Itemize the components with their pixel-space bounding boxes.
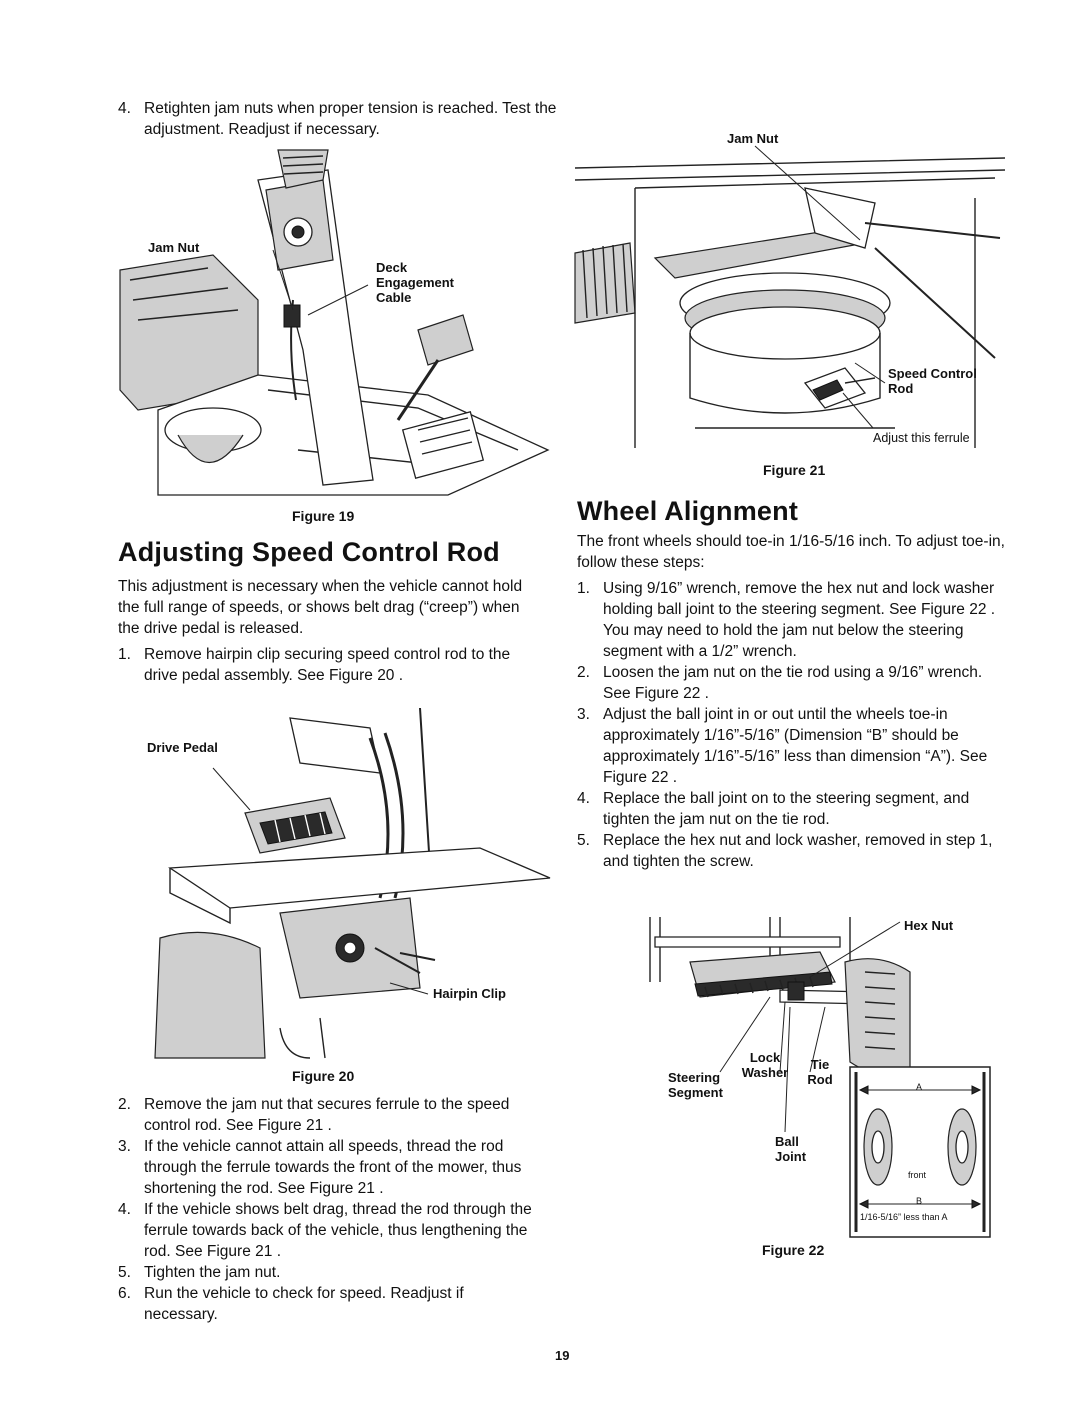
step-text: Replace the hex nut and lock washer, rem… <box>603 832 993 870</box>
step-text: Tighten the jam nut. <box>144 1264 281 1281</box>
wheel-step-3: 3. Adjust the ball joint in or out until… <box>577 704 1007 788</box>
label-speed-control-rod: Speed Control Rod <box>888 366 977 396</box>
label-lock-washer: Lock Washer <box>741 1050 789 1080</box>
figure-20-illustration: Drive Pedal Hairpin Clip <box>147 698 551 1059</box>
wheel-step-1: 1. Using 9/16” wrench, remove the hex nu… <box>577 578 1007 662</box>
wheel-alignment-steps: 1. Using 9/16” wrench, remove the hex nu… <box>577 578 1007 872</box>
step-text: Loosen the jam nut on the tie rod using … <box>603 664 983 702</box>
speed-step-5: 5. Tighten the jam nut. <box>118 1262 538 1283</box>
step-text: Retighten jam nuts when proper tension i… <box>144 100 557 138</box>
speed-steps-2-6: 2. Remove the jam nut that secures ferru… <box>118 1094 538 1325</box>
step-text: Run the vehicle to check for speed. Read… <box>144 1285 464 1323</box>
step-number: 2. <box>118 1096 131 1113</box>
step-number: 3. <box>577 706 590 723</box>
step-4-retighten: 4. Retighten jam nuts when proper tensio… <box>118 98 558 140</box>
speed-step-6: 6. Run the vehicle to check for speed. R… <box>118 1283 538 1325</box>
step-text: Remove the jam nut that secures ferrule … <box>144 1096 510 1134</box>
figure-19-caption: Figure 19 <box>292 508 355 524</box>
label-steering-segment: Steering Segment <box>668 1070 723 1100</box>
step-number: 4. <box>577 790 590 807</box>
step-number: 6. <box>118 1285 131 1302</box>
figure-19-illustration: Jam Nut Deck Engagement Cable <box>118 149 558 498</box>
step-text: Using 9/16” wrench, remove the hex nut a… <box>603 580 996 660</box>
step-text: Remove hairpin clip securing speed contr… <box>144 646 511 684</box>
step-number: 2. <box>577 664 590 681</box>
step-text: Replace the ball joint on to the steerin… <box>603 790 970 828</box>
wheel-step-2: 2. Loosen the jam nut on the tie rod usi… <box>577 662 1007 704</box>
page-number: 19 <box>555 1348 570 1363</box>
label-jam-nut: Jam Nut <box>148 240 200 255</box>
heading-adjusting-speed-control-rod: Adjusting Speed Control Rod <box>118 537 500 567</box>
figure-22-caption: Figure 22 <box>762 1242 825 1258</box>
step-text: If the vehicle cannot attain all speeds,… <box>144 1138 522 1197</box>
figure-21-caption: Figure 21 <box>763 462 826 478</box>
label-hairpin-clip: Hairpin Clip <box>433 986 506 1001</box>
inset-front-label: front <box>908 1170 927 1180</box>
step-text: Adjust the ball joint in or out until th… <box>603 706 988 786</box>
step-number: 3. <box>118 1138 131 1155</box>
label-deck-engagement-cable: Deck Engagement Cable <box>376 260 455 305</box>
step-number: 1. <box>577 580 590 597</box>
label-hex-nut: Hex Nut <box>904 918 954 933</box>
label-drive-pedal: Drive Pedal <box>147 740 218 755</box>
speed-step-2: 2. Remove the jam nut that secures ferru… <box>118 1094 538 1136</box>
step-number: 1. <box>118 646 131 663</box>
label-tie-rod: Tie Rod <box>807 1057 833 1087</box>
wheel-step-4: 4. Replace the ball joint on to the stee… <box>577 788 1007 830</box>
speed-step-4: 4. If the vehicle shows belt drag, threa… <box>118 1199 538 1262</box>
figure-21-illustration: Jam Nut Speed Control Rod Adjust this fe… <box>574 128 1006 458</box>
wheel-step-5: 5. Replace the hex nut and lock washer, … <box>577 830 1007 872</box>
step-number: 4. <box>118 100 131 117</box>
label-jam-nut: Jam Nut <box>727 131 779 146</box>
step-number: 4. <box>118 1201 131 1218</box>
heading-wheel-alignment: Wheel Alignment <box>577 496 799 526</box>
step-number: 5. <box>118 1264 131 1281</box>
step-number: 5. <box>577 832 590 849</box>
inset-dimension-a: A <box>916 1082 923 1092</box>
inset-toe-in-note: 1/16-5/16” less than A <box>860 1212 948 1222</box>
speed-control-intro: This adjustment is necessary when the ve… <box>118 578 523 637</box>
label-adjust-ferrule: Adjust this ferrule <box>873 431 970 445</box>
speed-step-1: 1. Remove hairpin clip securing speed co… <box>118 644 538 686</box>
figure-20-caption: Figure 20 <box>292 1068 355 1084</box>
inset-dimension-b: B <box>916 1196 923 1206</box>
wheel-alignment-intro: The front wheels should toe-in 1/16-5/16… <box>577 533 1005 571</box>
label-ball-joint: Ball Joint <box>775 1134 807 1164</box>
figure-22-illustration: Hex Nut Steering Segment Lock Washer Tie… <box>610 912 1000 1242</box>
step-text: If the vehicle shows belt drag, thread t… <box>144 1201 532 1260</box>
speed-step-3: 3. If the vehicle cannot attain all spee… <box>118 1136 538 1199</box>
